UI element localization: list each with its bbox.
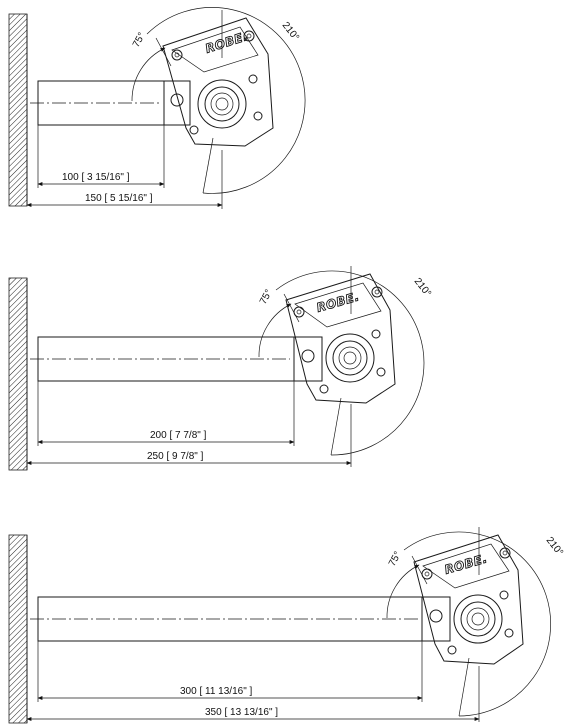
adapter-1 bbox=[163, 80, 191, 126]
angle-210-label: 210° bbox=[412, 276, 433, 299]
brand-label: ROBE. bbox=[315, 289, 361, 315]
view-2: ROBE. 75° 210° 200 [ 7 7/8" ] 250 [ 9 7/… bbox=[8, 266, 433, 471]
fixture-3: ROBE. bbox=[413, 534, 524, 665]
dim-inner-label: 200 [ 7 7/8" ] bbox=[150, 430, 207, 441]
angle-75-label: 75° bbox=[131, 31, 148, 50]
wall-3 bbox=[8, 534, 28, 724]
angle-210-label: 210° bbox=[544, 535, 565, 558]
adapter-3 bbox=[421, 596, 451, 642]
dim-outer-label: 150 [ 5 15/16" ] bbox=[85, 193, 153, 204]
angle-75-label: 75° bbox=[387, 550, 404, 569]
dim-outer-label: 350 [ 13 13/16" ] bbox=[205, 707, 278, 718]
brand-label: ROBE. bbox=[204, 29, 250, 56]
dim-inner-label: 100 [ 3 15/16" ] bbox=[62, 172, 130, 183]
view-3: ROBE. 75° 210° 300 [ 11 13/16" ] 350 [ 1… bbox=[8, 527, 565, 724]
dim-outer-label: 250 [ 9 7/8" ] bbox=[147, 451, 204, 462]
view-1: ROBE. 75° 210° 100 [ 3 15/16" ] 150 [ 5 … bbox=[8, 7, 306, 209]
wall-2 bbox=[8, 277, 28, 471]
wall-1 bbox=[8, 13, 28, 207]
brand-label: ROBE. bbox=[443, 551, 489, 577]
fixture-2: ROBE. bbox=[285, 273, 396, 404]
adapter-2 bbox=[293, 336, 323, 382]
angle-75-label: 75° bbox=[258, 288, 275, 307]
dim-inner-label: 300 [ 11 13/16" ] bbox=[180, 686, 253, 697]
fixture-1: ROBE. bbox=[162, 17, 274, 147]
